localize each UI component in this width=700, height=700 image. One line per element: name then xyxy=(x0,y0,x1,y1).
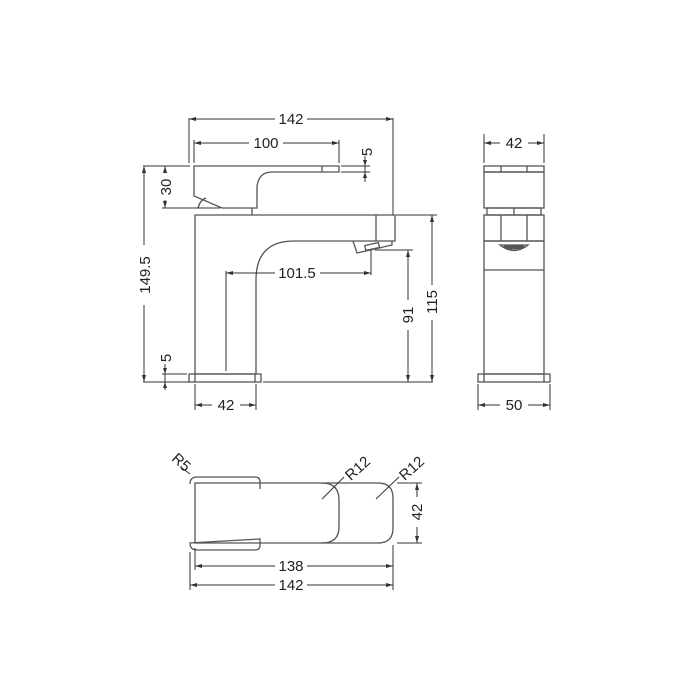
handle-block xyxy=(483,171,545,209)
dim-radius-small: R5 xyxy=(168,450,194,475)
lever-top-outline xyxy=(194,482,340,544)
dim-lever-length: 100 xyxy=(253,135,278,152)
base-plate-outline xyxy=(189,476,261,551)
body-front xyxy=(483,240,545,375)
dim-lever-tip: 5 xyxy=(359,148,376,156)
lever-curve xyxy=(197,197,207,209)
side-view xyxy=(188,165,396,383)
dim-top-overall-length: 142 xyxy=(278,577,303,594)
dim-spout-reach: 101.5 xyxy=(278,265,316,282)
dim-top-depth: 42 xyxy=(409,504,426,521)
dim-radius-handle: R12 xyxy=(342,453,374,484)
handle-cap xyxy=(483,165,545,173)
dim-front-base-width: 50 xyxy=(506,397,523,414)
dim-base-width: 42 xyxy=(218,397,235,414)
aerator-mesh xyxy=(503,244,525,250)
front-view-dimensions: 42 50 xyxy=(477,134,551,414)
top-view: R5 R12 R12 xyxy=(168,450,428,551)
aerator-front xyxy=(498,244,530,252)
side-view-dimensions: 142 100 5 30 149.5 xyxy=(137,111,441,414)
dim-front-top-width: 42 xyxy=(506,135,523,152)
front-view xyxy=(477,165,551,383)
dim-body-height: 115 xyxy=(424,290,441,314)
top-view-dimensions: 42 138 142 xyxy=(189,482,426,594)
aerator xyxy=(352,240,393,254)
tap-body xyxy=(194,214,396,375)
dim-handle-height: 30 xyxy=(158,179,175,196)
lever-handle xyxy=(193,165,340,209)
spout-top-outline xyxy=(322,482,394,544)
aerator-outlet xyxy=(363,241,381,252)
dim-base-thickness: 5 xyxy=(158,354,175,362)
dim-radius-spout: R12 xyxy=(396,453,428,484)
tap-base xyxy=(188,373,262,383)
dim-top-inner-length: 138 xyxy=(278,558,303,575)
spout-front xyxy=(483,214,545,242)
base-front xyxy=(477,373,551,383)
dim-overall-width: 142 xyxy=(278,111,303,128)
dim-outlet-height: 91 xyxy=(400,307,417,324)
dim-overall-height: 149.5 xyxy=(137,256,154,294)
